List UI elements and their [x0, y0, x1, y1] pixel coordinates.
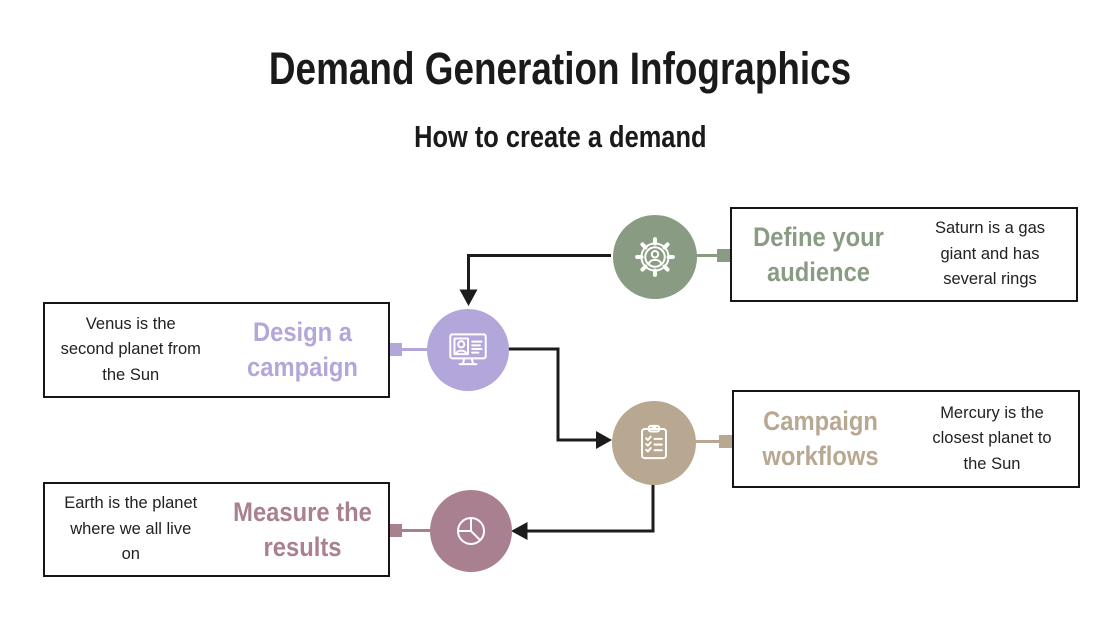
step1-description: Saturn is a gas giant and has several ri… — [934, 219, 1046, 289]
step1-card: Define your audience Saturn is a gas gia… — [730, 207, 1078, 302]
connector-line — [400, 529, 432, 532]
step4-icon-circle — [430, 490, 512, 572]
page-title: Demand Generation Infographics — [0, 44, 1120, 94]
page-title-text: Demand Generation Infographics — [268, 43, 852, 94]
monitor-profile-icon — [443, 325, 493, 375]
step1-icon-circle — [613, 215, 697, 299]
step3-card: Campaign workflows Mercury is the closes… — [732, 390, 1080, 488]
step2-heading: Design a campaign — [246, 317, 358, 382]
connector-square — [389, 343, 402, 356]
page-subtitle-text: How to create a demand — [413, 119, 707, 154]
step3-icon-circle — [612, 401, 696, 485]
step4-heading: Measure the results — [232, 496, 372, 562]
connector-line — [694, 440, 724, 443]
arrowhead-right — [596, 431, 612, 449]
arrowhead-left — [511, 522, 528, 540]
clipboard-checklist-icon — [629, 418, 679, 468]
step4-card: Earth is the planet where we all live on… — [43, 482, 390, 577]
arrow-step2-to-step3 — [508, 347, 612, 449]
arrowhead-down — [459, 289, 478, 306]
connector-square — [719, 435, 732, 448]
gear-user-icon — [629, 231, 681, 283]
step3-description: Mercury is the closest planet to the Sun — [932, 403, 1052, 473]
pie-chart-icon — [446, 506, 496, 556]
arrow-step1-to-step2 — [459, 254, 611, 306]
connector-square — [389, 524, 402, 537]
step4-description: Earth is the planet where we all live on — [64, 494, 198, 564]
step2-description: Venus is the second planet from the Sun — [60, 314, 201, 384]
connector-square — [717, 249, 730, 262]
connector-line — [400, 348, 430, 351]
step3-heading: Campaign workflows — [761, 406, 879, 471]
page-subtitle: How to create a demand — [0, 119, 1120, 154]
step1-heading: Define your audience — [752, 221, 884, 287]
arrow-step3-to-step4 — [511, 484, 655, 540]
step2-card: Venus is the second planet from the Sun … — [43, 302, 390, 398]
step2-icon-circle — [427, 309, 509, 391]
connector-line — [694, 254, 724, 257]
